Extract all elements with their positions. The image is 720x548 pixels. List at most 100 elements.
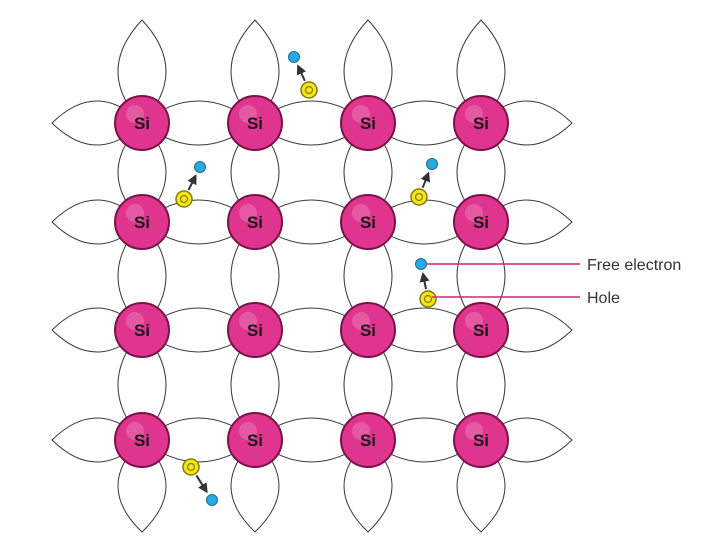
- bond-vertical: [230, 439, 280, 533]
- bond-horizontal: [480, 307, 573, 353]
- bond-vertical: [343, 439, 393, 533]
- hole-inner-ring: [304, 85, 314, 95]
- si-atom-label: Si: [134, 114, 150, 133]
- hole: [300, 81, 318, 99]
- si-atom: Si: [227, 194, 283, 250]
- bond-horizontal: [480, 417, 573, 463]
- si-atom: Si: [114, 95, 170, 151]
- electron-hole-pairs: [175, 51, 438, 506]
- electron-hole-pair: [175, 161, 206, 208]
- si-atom: Si: [227, 95, 283, 151]
- electron-motion-arrow: [187, 174, 197, 191]
- si-atom-circle: [340, 302, 396, 358]
- si-atom-highlight: [352, 204, 370, 222]
- si-atom-label: Si: [473, 213, 489, 232]
- si-atom-circle: [227, 95, 283, 151]
- si-atom-label: Si: [473, 321, 489, 340]
- si-atom: Si: [340, 194, 396, 250]
- si-atom-circle: [340, 194, 396, 250]
- si-atom-highlight: [239, 204, 257, 222]
- si-atom: Si: [227, 302, 283, 358]
- si-atom-label: Si: [360, 321, 376, 340]
- si-atom-circle: [114, 95, 170, 151]
- hole: [410, 188, 428, 206]
- si-atom: Si: [114, 194, 170, 250]
- si-atom-label: Si: [360, 431, 376, 450]
- si-atom-circle: [453, 95, 509, 151]
- si-atom-label: Si: [134, 431, 150, 450]
- si-atom-circle: [227, 194, 283, 250]
- hole: [175, 190, 193, 208]
- si-atom-highlight: [352, 312, 370, 330]
- si-atom-circle: [227, 412, 283, 468]
- si-atom-highlight: [465, 312, 483, 330]
- si-atom-label: Si: [247, 431, 263, 450]
- callouts: Free electron Hole: [426, 257, 681, 307]
- si-atom-label: Si: [473, 114, 489, 133]
- si-atom-circle: [453, 412, 509, 468]
- si-atom-highlight: [352, 105, 370, 123]
- si-atom-label: Si: [247, 321, 263, 340]
- electron-motion-arrow: [296, 64, 307, 82]
- hole-inner-ring: [414, 192, 424, 202]
- si-atom: Si: [453, 194, 509, 250]
- si-atom-highlight: [126, 105, 144, 123]
- si-atom-highlight: [352, 422, 370, 440]
- hole-inner-ring: [423, 294, 433, 304]
- electron-hole-pair: [288, 51, 318, 99]
- si-atom-highlight: [239, 422, 257, 440]
- si-atom-label: Si: [247, 213, 263, 232]
- hole: [182, 458, 200, 476]
- si-atom-circle: [227, 302, 283, 358]
- si-atom-label: Si: [247, 114, 263, 133]
- si-atom-highlight: [239, 105, 257, 123]
- free-electron: [426, 158, 438, 170]
- si-atom-circle: [114, 302, 170, 358]
- free-electron: [415, 258, 427, 270]
- si-atom-highlight: [126, 422, 144, 440]
- hole-label: Hole: [587, 290, 620, 307]
- si-atom-circle: [453, 302, 509, 358]
- si-atom-circle: [340, 95, 396, 151]
- bond-vertical: [456, 439, 506, 533]
- si-atom-circle: [453, 194, 509, 250]
- si-atom-label: Si: [134, 321, 150, 340]
- si-atom-circle: [340, 412, 396, 468]
- si-atom: Si: [340, 302, 396, 358]
- hole: [419, 290, 437, 308]
- free-electron: [288, 51, 300, 63]
- si-atom-highlight: [465, 105, 483, 123]
- si-atom-highlight: [126, 312, 144, 330]
- si-atom: Si: [340, 95, 396, 151]
- si-atom: Si: [453, 302, 509, 358]
- si-atom-circle: [114, 194, 170, 250]
- electron-hole-pair: [410, 158, 438, 206]
- si-atom-label: Si: [473, 431, 489, 450]
- free-electron: [206, 494, 218, 506]
- bond-vertical: [117, 439, 167, 533]
- electron-hole-pair: [182, 458, 218, 506]
- si-atom: Si: [227, 412, 283, 468]
- bond-horizontal: [480, 100, 573, 146]
- hole-inner-ring: [186, 462, 196, 472]
- si-atom-highlight: [126, 204, 144, 222]
- electron-motion-arrow: [195, 474, 208, 494]
- si-atom-highlight: [465, 422, 483, 440]
- si-atom: Si: [340, 412, 396, 468]
- hole-inner-ring: [179, 194, 189, 204]
- electron-motion-arrow: [420, 171, 431, 189]
- si-atom: Si: [114, 412, 170, 468]
- si-atom-highlight: [465, 204, 483, 222]
- si-atom-circle: [114, 412, 170, 468]
- si-atom: Si: [453, 95, 509, 151]
- free-electron-label: Free electron: [587, 257, 681, 274]
- si-atom-label: Si: [134, 213, 150, 232]
- free-electron: [194, 161, 206, 173]
- si-atom: Si: [114, 302, 170, 358]
- si-atom-highlight: [239, 312, 257, 330]
- si-atom-label: Si: [360, 213, 376, 232]
- electron-hole-pair: [415, 258, 437, 308]
- si-atom: Si: [453, 412, 509, 468]
